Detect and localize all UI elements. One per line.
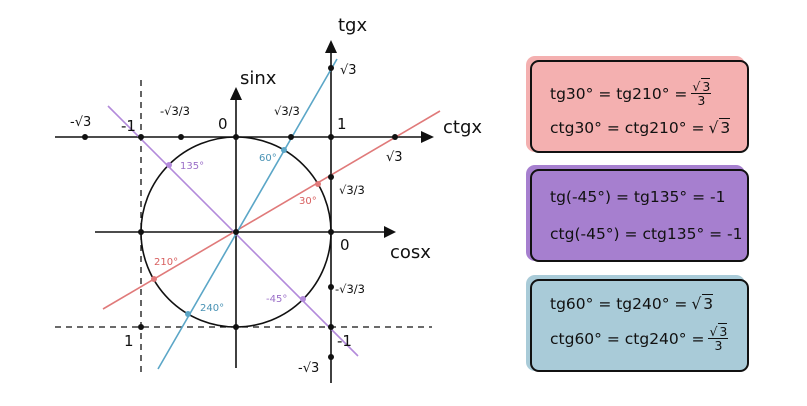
tick-sqrt3-over-3-tg: √3/3 — [339, 183, 365, 197]
tick-minus-sqrt3-tg: -√3 — [298, 361, 319, 376]
sin-axis-arrow-icon — [230, 87, 242, 100]
formula-ctg-minus45: ctg(-45°) = ctg135° = -1 — [550, 225, 743, 243]
cos-axis-arrow-icon — [384, 226, 396, 238]
card-tg30: tg30° = tg210° = √3 3 ctg30° = ctg210° =… — [530, 60, 749, 153]
formula-ctg30: ctg30° = ctg210° = — [550, 119, 705, 137]
formula-tg60: tg60° = tg240° = — [550, 295, 688, 313]
angle-label-135: 135° — [180, 161, 204, 172]
tick-sqrt3-tg: √3 — [340, 63, 357, 78]
tick-zero-top: 0 — [218, 115, 228, 133]
dot-30 — [315, 181, 321, 187]
ctg-axis-arrow-icon — [421, 131, 434, 143]
dot-240 — [185, 311, 191, 317]
angle-label-210: 210° — [154, 257, 178, 268]
fraction-sqrt3-over-3: √3 3 — [691, 78, 712, 109]
line-30-210 — [102, 110, 441, 310]
angle-label-minus45: -45° — [266, 294, 287, 305]
card-tg135: tg(-45°) = tg135° = -1 ctg(-45°) = ctg13… — [530, 169, 749, 262]
dot-minus45 — [300, 296, 306, 302]
tick-minus-sqrt3-over-3-ctg: -√3/3 — [160, 104, 190, 118]
formula-tg30: tg30° = tg210° = — [550, 84, 688, 103]
tick-sqrt3-ctg: √3 — [386, 150, 403, 165]
tick-one-cos: 1 — [124, 332, 134, 350]
axis-dots — [82, 65, 398, 360]
tick-minus-sqrt3-ctg: -√3 — [70, 115, 91, 130]
tg-axis-label: tgx — [338, 15, 367, 36]
fraction-sqrt3-over-3-b: √3 3 — [708, 323, 729, 354]
tick-sqrt3-over-3-ctg: √3/3 — [274, 104, 300, 118]
formula-tg-minus45: tg(-45°) = tg135° = -1 — [550, 188, 726, 206]
card-tg30-line1: tg30° = tg210° = √3 3 — [550, 78, 712, 109]
sin-axis-label: sinx — [240, 68, 277, 89]
card-tg30-line2: ctg30° = ctg210° = √3 — [550, 118, 731, 137]
line-60-240 — [157, 58, 338, 370]
tick-zero-right: 0 — [340, 236, 350, 254]
tick-minus-one-ctg: -1 — [121, 117, 136, 135]
ctg-axis-label: ctgx — [443, 117, 482, 138]
dot-210 — [151, 276, 157, 282]
card-tg60-line1: tg60° = tg240° = √3 — [550, 294, 714, 313]
dot-135 — [166, 162, 172, 168]
angle-label-60: 60° — [259, 153, 277, 164]
formula-ctg60: ctg60° = ctg240° = — [550, 329, 705, 348]
angle-label-240: 240° — [200, 303, 224, 314]
cos-axis-label: cosx — [390, 242, 431, 263]
dot-60 — [281, 147, 287, 153]
angle-label-30: 30° — [299, 196, 317, 207]
line-135-minus45 — [107, 105, 359, 357]
card-tg60: tg60° = tg240° = √3 ctg60° = ctg240° = √… — [530, 279, 749, 372]
tick-minus-sqrt3-over-3-tg: -√3/3 — [335, 282, 365, 296]
card-tg60-line2: ctg60° = ctg240° = √3 3 — [550, 323, 729, 354]
tg-axis-arrow-icon — [325, 40, 337, 53]
tick-one-sin: 1 — [337, 115, 347, 133]
tick-minus-one-tg: -1 — [337, 332, 352, 350]
